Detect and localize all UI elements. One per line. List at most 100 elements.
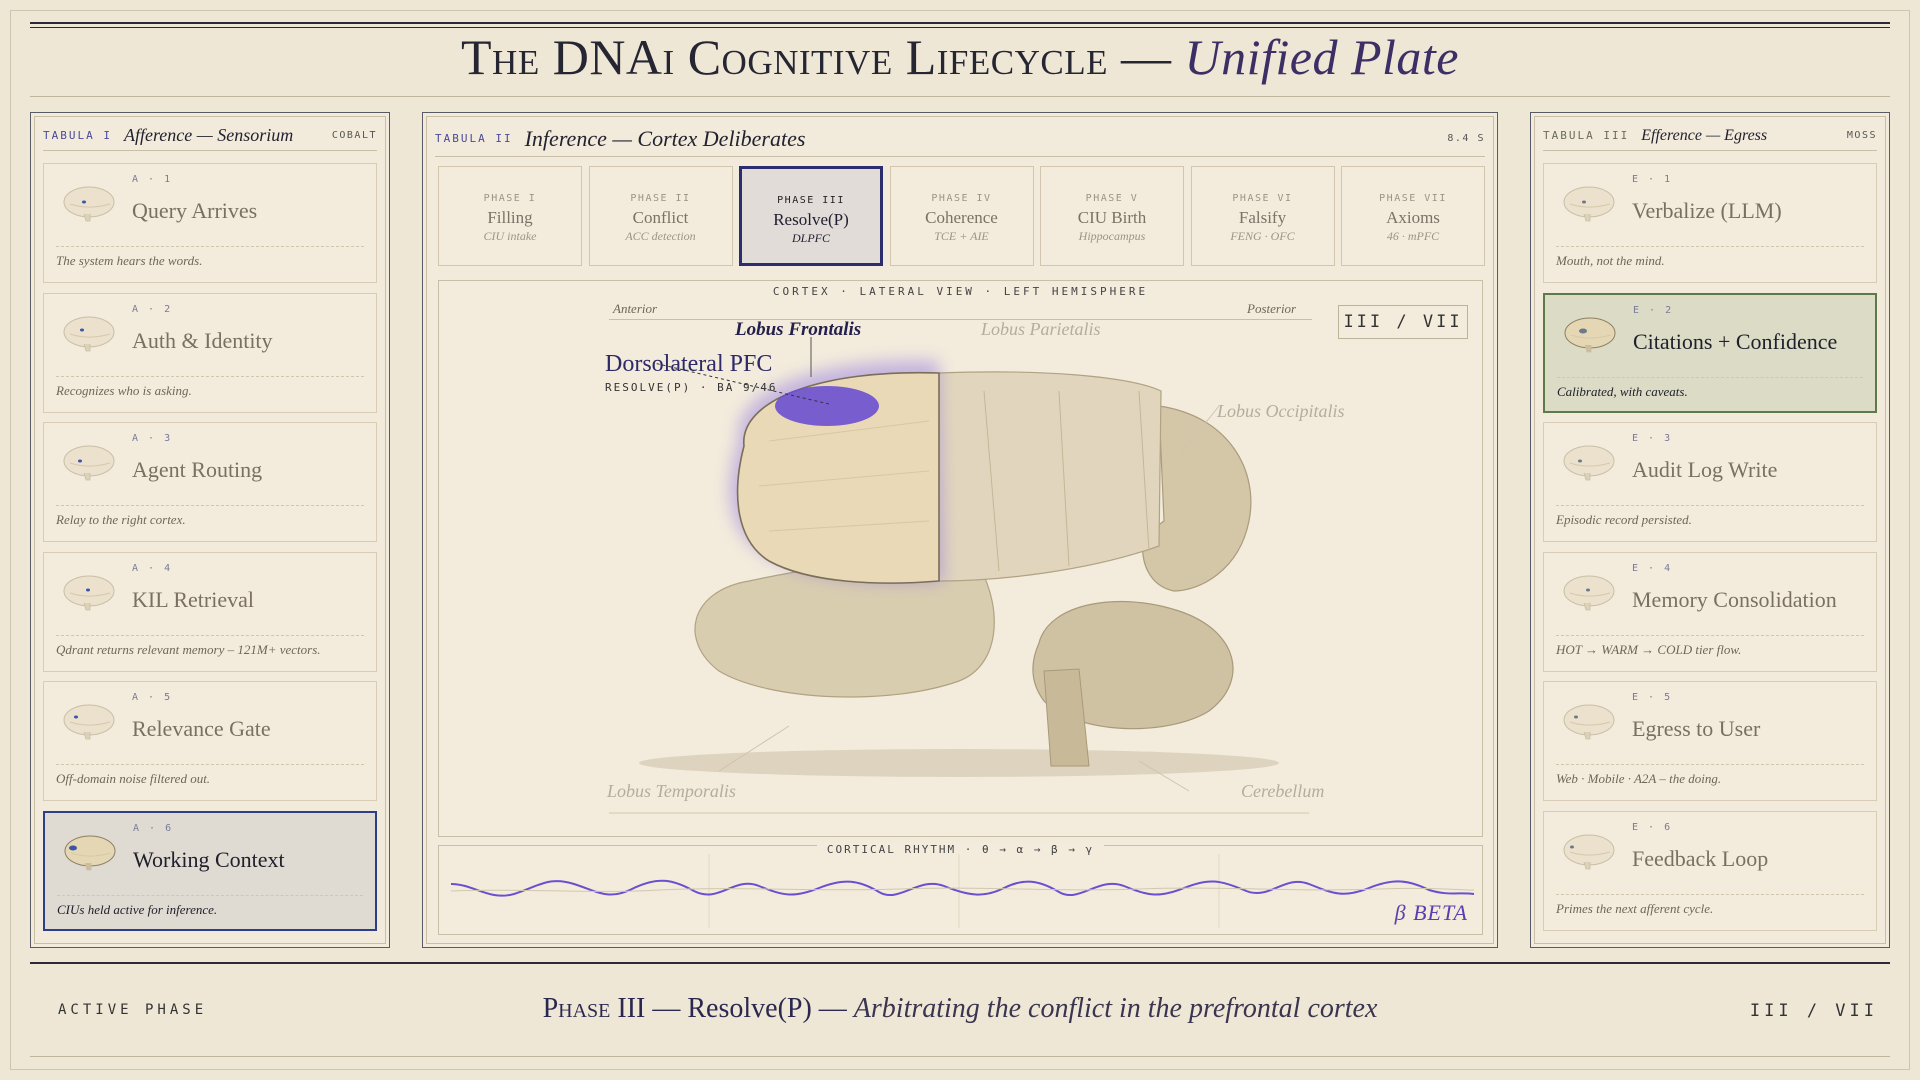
phase-counter: III / VII (1338, 305, 1468, 339)
card-index: E · 5 (1632, 692, 1673, 703)
frontal-fold (768, 520, 930, 532)
panel-title: Afference — Sensorium (123, 125, 294, 145)
parietal-fold (983, 390, 1000, 572)
brain-thumbnail-icon (64, 835, 116, 870)
card-description: Primes the next afferent cycle. (1556, 900, 1714, 916)
parietal-fold (1058, 390, 1070, 567)
phase-number: PHASE I (483, 193, 537, 204)
phase-title: Axioms (1386, 208, 1440, 227)
phase-tab[interactable]: PHASE VII Axioms 46 · mPFC (1341, 166, 1485, 266)
footer-sep: — (645, 993, 688, 1024)
card-divider (56, 246, 364, 247)
card-divider (56, 375, 364, 377)
cerebellum-label: Cerebellum (1241, 781, 1325, 801)
brain-thumbnail-icon (1563, 186, 1615, 222)
card-title: Egress to User (1632, 716, 1761, 741)
footer-label: ACTIVE PHASE (58, 1002, 208, 1018)
header-rule (30, 96, 1890, 97)
card-title: KIL Retrieval (132, 586, 254, 612)
cortical-rhythm: CORTICAL RHYTHM · θ → α → β → γ β BETA (438, 843, 1483, 935)
phase-title: Conflict (632, 208, 689, 227)
axis-rule (609, 319, 1312, 320)
card-title: Feedback Loop (1632, 845, 1769, 871)
brain-thumbnail-icon (63, 186, 115, 222)
card-index: E · 4 (1632, 562, 1673, 574)
phase-number: PHASE II (630, 193, 691, 204)
panel-header: TABULA I Afference — Sensorium COBALT (43, 121, 377, 151)
efference-panel: TABULA III Efference — Egress MOSS E · 1… (1530, 112, 1890, 948)
card-title: Auth & Identity (132, 327, 273, 353)
card-description: Relay to the right cortex. (56, 512, 186, 527)
card-title: Working Context (133, 846, 285, 872)
panel-title: Inference — Cortex Deliberates (524, 125, 806, 151)
phase-subtitle: FENG · OFC (1230, 229, 1295, 243)
card-title: Verbalize (LLM) (1632, 198, 1782, 223)
card-description: CIUs held active for inference. (57, 901, 218, 917)
phase-number: PHASE VII (1379, 193, 1447, 204)
active-phase-desc: Arbitrating the conflict in the prefront… (853, 993, 1378, 1024)
brain-illustration (609, 337, 1309, 814)
frontal-fold (758, 470, 930, 487)
phase-number: PHASE VI (1232, 193, 1293, 204)
cerebellum-pointer (1138, 760, 1190, 792)
brain-stage: CORTEX · LATERAL VIEW · LEFT HEMISPHERE … (438, 280, 1483, 837)
card-index: A · 1 (132, 174, 173, 185)
temporal-pointer (718, 725, 790, 772)
brain-thumbnail-icon (1563, 704, 1615, 740)
card-index: E · 3 (1632, 433, 1673, 444)
card-title: Relevance Gate (132, 716, 271, 741)
rhythm-wave (450, 854, 1475, 928)
card-description: Qdrant returns relevant memory – 121M+ v… (56, 641, 321, 657)
card-title: Agent Routing (132, 457, 263, 482)
brain-thumbnail-icon (1563, 445, 1615, 481)
phase-subtitle: 46 · mPFC (1386, 229, 1440, 243)
shadow-ellipse (639, 749, 1279, 777)
card-description: Off-domain noise filtered out. (56, 771, 211, 786)
panel-tag: 8.4 S (1447, 133, 1485, 144)
brain-thumbnail-icon (1563, 575, 1615, 610)
phase-subtitle: CIU intake (483, 229, 537, 243)
title-dash: — (1107, 29, 1185, 85)
active-phase-line: Phase III — Resolve(P) — Arbitrating the… (0, 993, 1920, 1025)
brain-thumbnail-icon (63, 575, 115, 610)
tab-label: TABULA III (1543, 129, 1630, 142)
panel-tag: MOSS (1846, 130, 1877, 141)
active-phase-number: Phase III (542, 993, 646, 1024)
brain-thumbnail-icon (1564, 317, 1616, 352)
card-divider (1556, 505, 1864, 506)
brain-thumbnail-icon (1563, 834, 1615, 869)
card-divider (56, 764, 364, 765)
parietal-fold (1138, 390, 1150, 552)
region-subtitle: RESOLVE(P) · BA 9/46 (605, 381, 778, 394)
card-divider (56, 505, 364, 506)
header-rule (30, 22, 1890, 24)
frontal-label: Lobus Frontalis (735, 319, 862, 340)
panel-tag: COBALT (331, 130, 377, 141)
tab-label: TABULA I (43, 129, 112, 142)
phase-title: CIU Birth (1077, 208, 1147, 227)
phase-title: Falsify (1238, 208, 1287, 227)
footer-sep: — (811, 993, 854, 1024)
posterior-label: Posterior (1247, 301, 1297, 316)
cerebellum-shape (1032, 601, 1234, 730)
card-description: Recognizes who is asking. (56, 382, 192, 398)
card-index: A · 3 (132, 433, 173, 444)
